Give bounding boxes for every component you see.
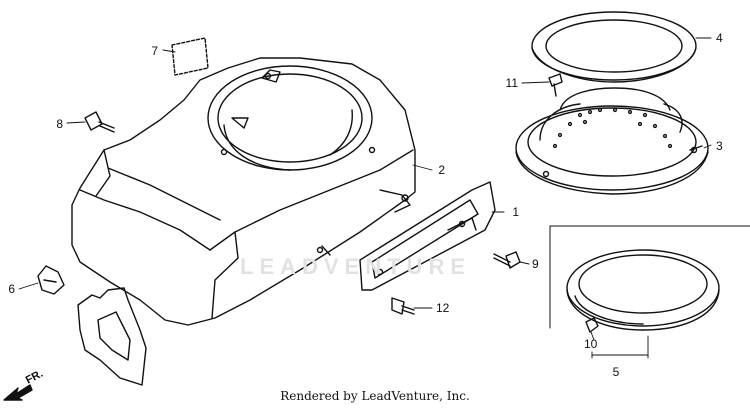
callout-6: 6	[8, 282, 15, 296]
part-12-bolt	[391, 297, 415, 315]
direction-label: FR.	[24, 368, 45, 387]
callout-7: 7	[151, 44, 158, 58]
callout-12: 12	[436, 301, 450, 315]
part-10-clip	[585, 317, 599, 333]
part-2-blower-housing	[71, 57, 416, 326]
callout-8: 8	[56, 117, 63, 131]
callout-4: 4	[716, 31, 723, 45]
callout-2: 2	[438, 163, 445, 177]
callout-5: 5	[613, 365, 620, 379]
callout-1: 1	[512, 205, 519, 219]
part-7-label-sticker	[171, 37, 209, 76]
part-5-ring	[566, 249, 720, 331]
part-9-bolt	[493, 251, 521, 269]
part-baffle-plate	[77, 287, 147, 386]
part-6-clip	[37, 265, 65, 295]
part-11-screw	[548, 73, 563, 97]
part-1-bracket	[359, 181, 496, 291]
watermark: LEADVENTURE	[240, 254, 472, 279]
callout-10: 10	[584, 337, 598, 351]
leader-lines	[18, 37, 712, 359]
part-8-bolt	[84, 111, 115, 133]
part-3-screen	[515, 87, 709, 195]
inset-box	[549, 225, 750, 329]
callout-9: 9	[532, 257, 539, 271]
part-4-ring	[531, 11, 697, 83]
callout-11: 11	[506, 76, 519, 90]
footer-credit: Rendered by LeadVenture, Inc.	[280, 389, 470, 403]
callout-3: 3	[716, 139, 723, 153]
front-arrow-icon	[3, 384, 33, 401]
